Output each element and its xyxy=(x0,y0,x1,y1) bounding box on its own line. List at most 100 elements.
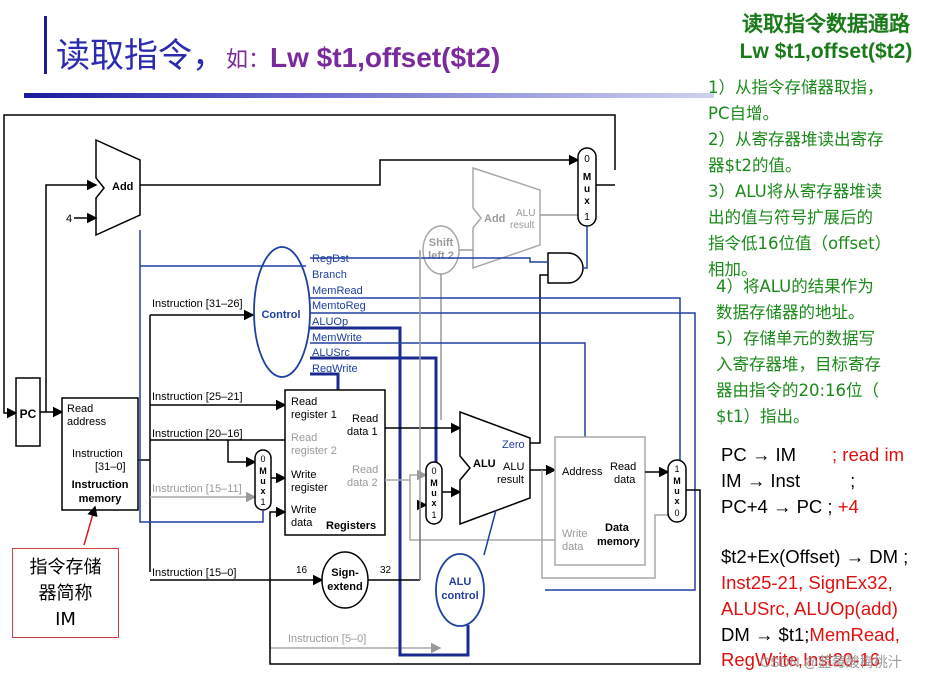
rr2b: register 2 xyxy=(291,445,337,457)
wr: Write xyxy=(291,469,316,481)
imem-title: Instruction xyxy=(72,479,129,491)
step-line: 相加。 xyxy=(708,260,758,279)
instruction-memory xyxy=(61,397,139,511)
branch-adder-label: Add xyxy=(484,213,505,225)
branch-adder-alu: ALU xyxy=(516,208,535,219)
alusrc-mux xyxy=(425,461,443,525)
im-callout-line: 指令存储 xyxy=(29,557,102,578)
rr2: Read xyxy=(291,432,317,444)
mux-u: u xyxy=(674,486,680,496)
rtl-line: Inst25-21, SignEx32, xyxy=(721,572,893,593)
imem-instruction: Instruction xyxy=(72,448,123,460)
mux-1: 1 xyxy=(431,510,436,520)
dm-address: Address xyxy=(562,466,603,478)
mux-x: x xyxy=(260,486,265,496)
alu-control xyxy=(435,553,485,627)
wd: Write xyxy=(291,504,316,516)
step-line: 5）存储单元的数据写 xyxy=(716,329,875,348)
rd2: Read xyxy=(352,464,378,476)
alu-zero: Zero xyxy=(502,439,525,451)
wire xyxy=(140,154,580,186)
title-underline xyxy=(24,93,714,98)
shift-label2: left 2 xyxy=(428,250,454,262)
pc-feedback-wire xyxy=(3,114,616,419)
watermark: CSDN @蓝莓酸梅桃汁 xyxy=(760,654,902,670)
rr1b: register 1 xyxy=(291,409,337,421)
alu-label: ALU xyxy=(473,458,496,470)
mux-1: 1 xyxy=(260,497,265,507)
adder-label: Add xyxy=(112,181,133,193)
dm-read: Read xyxy=(610,461,636,473)
im-callout-line: IM xyxy=(55,609,76,630)
rtl-line: ALUSrc, ALUOp(add) xyxy=(721,598,898,619)
rtl-line: IM → Inst; xyxy=(721,470,856,491)
sig-memread: MemRead xyxy=(312,285,363,297)
mux-u: u xyxy=(584,184,590,195)
im-callout: 指令存储 器简称 IM xyxy=(12,548,119,638)
aluop-wire xyxy=(310,326,470,657)
wire xyxy=(45,179,98,412)
aluc-label2: control xyxy=(441,590,478,602)
sig-memtoreg: MemtoReg xyxy=(312,300,366,312)
branch-adder xyxy=(472,166,541,270)
imem-bits: [31–0] xyxy=(95,461,126,473)
sig-aluop: ALUOp xyxy=(312,316,348,328)
right-subtitle: Lw $t1,offset($t2) xyxy=(739,40,913,63)
sig-regwrite: RegWrite xyxy=(312,363,358,375)
step-line: 指令低16位值（offset） xyxy=(708,234,892,253)
mux-x: x xyxy=(431,498,436,508)
control-label: Control xyxy=(261,309,300,321)
step-line: 数据存储器的地址。 xyxy=(716,303,865,322)
dm-write: Write xyxy=(562,528,587,540)
inst-25-21-label: Instruction [25–21] xyxy=(152,391,243,403)
mux-x: x xyxy=(674,496,679,506)
inst-15-11-label: Instruction [15–11] xyxy=(152,483,242,495)
alu-result-label: ALU xyxy=(503,461,524,473)
wrb: register xyxy=(291,482,328,494)
rtl-line: $t2+Ex(Offset) → DM ; xyxy=(721,546,909,567)
pc-label: PC xyxy=(20,407,37,421)
aluc-label: ALU xyxy=(449,576,472,588)
rtl-line: RegWrite,Inst20-16 xyxy=(721,649,881,670)
sig-memwrite: MemWrite xyxy=(312,332,362,344)
imem-title2: memory xyxy=(79,493,123,505)
wire xyxy=(583,226,588,269)
wire xyxy=(483,509,497,556)
step-line: PC自增。 xyxy=(708,104,779,123)
sig-branch: Branch xyxy=(312,269,347,281)
mux-u: u xyxy=(431,488,437,498)
step-line: 器$t2的值。 xyxy=(708,156,802,175)
registers-title: Registers xyxy=(326,520,376,532)
right-title: 读取指令数据通路 xyxy=(742,12,910,36)
rd1: Read xyxy=(352,413,378,425)
sign-label: Sign- xyxy=(331,567,359,579)
alusrc-wire xyxy=(310,356,438,465)
mux-1: 1 xyxy=(584,212,590,223)
wire xyxy=(541,470,668,579)
step-line: 3）ALU将从寄存器堆读 xyxy=(708,182,883,201)
branch-and-gate xyxy=(547,252,584,284)
step-line: 2）从寄存器堆读出寄存 xyxy=(708,130,884,149)
title-accent-bar xyxy=(44,16,47,74)
sig-alusrc: ALUSrc xyxy=(312,347,350,359)
step-line: 1）从指令存储器取指， xyxy=(708,78,884,97)
rtl-line: PC → IM; read im xyxy=(721,444,904,465)
memread-wire xyxy=(310,297,681,460)
step-line: 出的值与符号扩展后的 xyxy=(708,208,873,227)
sig-regdst: RegDst xyxy=(312,253,349,265)
regdst-wire xyxy=(139,230,306,523)
control-signals: RegDst Branch MemRead MemtoReg ALUOp Mem… xyxy=(312,253,366,375)
imem-read: Read xyxy=(67,403,93,415)
rd2b: data 2 xyxy=(347,477,378,489)
rtl-line: DM → $t1;MemRead, xyxy=(721,624,900,645)
register-file xyxy=(284,389,386,536)
mux-u: u xyxy=(260,476,266,486)
regwrite-wire xyxy=(310,372,340,390)
memtoreg-mux xyxy=(667,459,687,523)
wire xyxy=(409,480,555,541)
mux-m: M xyxy=(673,476,681,486)
mux-m: M xyxy=(583,172,591,183)
data-memory xyxy=(554,436,646,566)
step-line: 入寄存器堆，目标寄存 xyxy=(716,355,881,374)
